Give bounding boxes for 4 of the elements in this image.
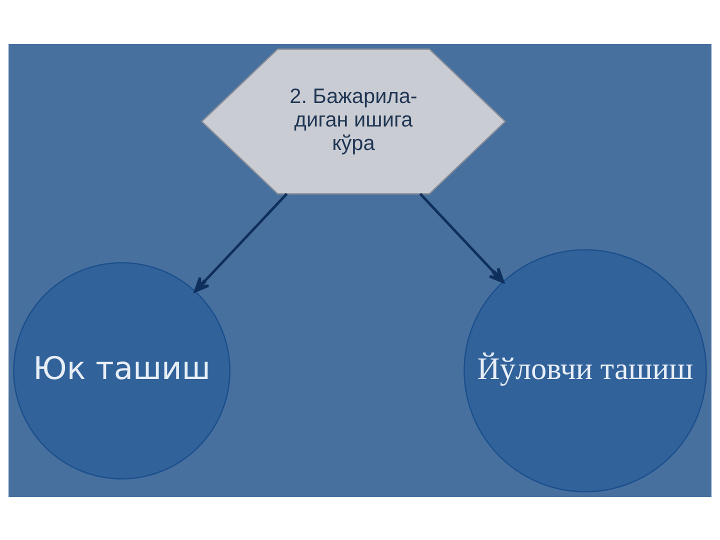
arrow [194,192,288,292]
node-circle: Йўловчи ташиш [464,248,707,492]
node-circle: Юк ташиш [13,262,230,479]
arrow [419,192,504,283]
